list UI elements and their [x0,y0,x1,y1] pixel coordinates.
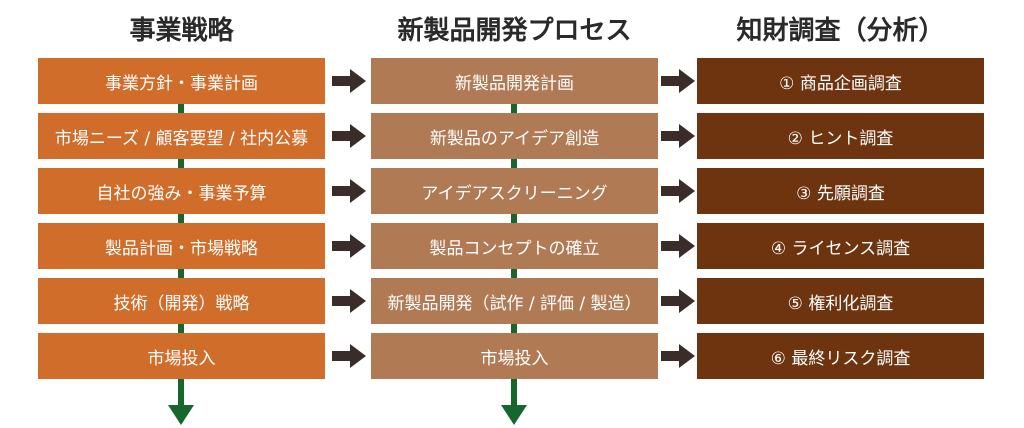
right-arrow-icon [332,289,366,313]
research-step: ⑤ 権利化調査 [697,278,984,324]
strategy-step: 技術（開発）戦略 [38,278,325,324]
development-step: 新製品のアイデア創造 [371,113,658,159]
right-arrow-icon [332,69,366,93]
column-title-product-development: 新製品開発プロセス [397,16,632,46]
flow-down-arrow-icon [501,405,527,425]
flow-down-arrow-icon [168,405,194,425]
right-arrow-icon [661,124,695,148]
development-step: アイデアスクリーニング [371,168,658,214]
research-step: ② ヒント調査 [697,113,984,159]
research-step: ④ ライセンス調査 [697,223,984,269]
development-step: 市場投入 [371,333,658,379]
development-step: 製品コンセプトの確立 [371,223,658,269]
right-arrow-icon [661,69,695,93]
column-title-business-strategy: 事業戦略 [129,16,234,46]
development-step: 新製品開発（試作 / 評価 / 製造） [371,278,658,324]
development-step: 新製品開発計画 [371,58,658,104]
strategy-step: 自社の強み・事業予算 [38,168,325,214]
right-arrow-icon [332,179,366,203]
column-title-ip-research: 知財調査（分析） [736,16,945,46]
right-arrow-icon [661,179,695,203]
right-arrow-icon [332,344,366,368]
right-arrow-icon [332,234,366,258]
strategy-step: 市場ニーズ / 顧客要望 / 社内公募 [38,113,325,159]
right-arrow-icon [661,344,695,368]
strategy-step: 市場投入 [38,333,325,379]
research-step: ⑥ 最終リスク調査 [697,333,984,379]
right-arrow-icon [661,289,695,313]
strategy-step: 事業方針・事業計画 [38,58,325,104]
research-step: ① 商品企画調査 [697,58,984,104]
right-arrow-icon [661,234,695,258]
research-step: ③ 先願調査 [697,168,984,214]
strategy-step: 製品計画・市場戦略 [38,223,325,269]
right-arrow-icon [332,124,366,148]
